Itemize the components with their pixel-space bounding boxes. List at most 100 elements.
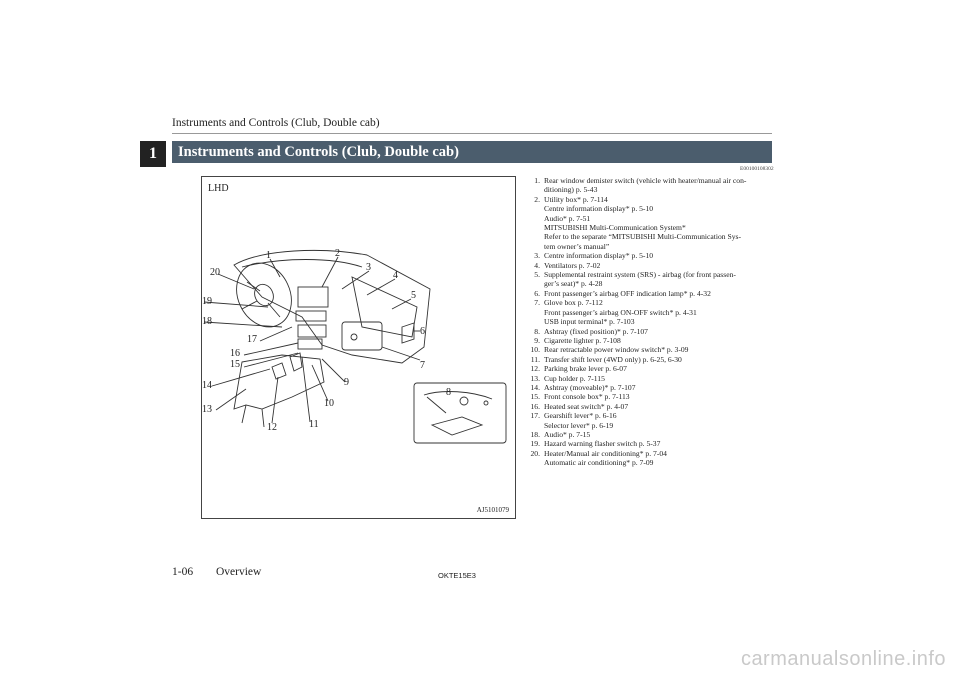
legend-item: 11. Transfer shift lever (4WD only) p. 6-… <box>524 355 774 364</box>
legend-number: 6. <box>534 288 540 298</box>
legend-line: Rear retractable power window switch* p.… <box>544 345 689 355</box>
legend-text: Front console box* p. 7-113 <box>544 392 774 401</box>
footer-section: Overview <box>215 566 262 578</box>
callout-5: 5 <box>411 290 416 301</box>
legend-text: Heated seat switch* p. 4-07 <box>544 402 774 411</box>
legend-line: Refer to the separate “MITSUBISHI Multi-… <box>544 232 741 242</box>
legend-item: 1. Rear window demister switch (vehicle w… <box>524 176 774 195</box>
legend-number: 4. <box>534 260 540 270</box>
legend-number: 7. <box>534 298 540 308</box>
legend-line: USB input terminal* p. 7-103 <box>544 317 635 327</box>
legend-item: 19.Hazard warning flasher switch p. 5-37 <box>524 439 774 448</box>
legend-number: 18. <box>530 429 541 439</box>
legend-text: Ventilators p. 7-02 <box>544 261 774 270</box>
callout-15: 15 <box>230 359 240 370</box>
callout-1: 1 <box>266 250 271 261</box>
footer: 1-06 Overview <box>172 566 261 578</box>
legend-number: 8. <box>534 326 540 336</box>
callout-11: 11 <box>309 419 319 430</box>
legend-line: Transfer shift lever (4WD only) p. 6-25,… <box>544 354 682 364</box>
legend-line: Heated seat switch* p. 4-07 <box>544 401 629 411</box>
legend-number: 13. <box>530 373 541 383</box>
legend-item: 18.Audio* p. 7-15 <box>524 430 774 439</box>
legend-line: Gearshift lever* p. 6-16 <box>544 411 617 421</box>
legend-number: 10. <box>530 345 541 355</box>
legend-item: 13.Cup holder p. 7-115 <box>524 374 774 383</box>
legend-text: Ashtray (fixed position)* p. 7-107 <box>544 327 774 336</box>
legend-item: 14.Ashtray (moveable)* p. 7-107 <box>524 383 774 392</box>
callout-4: 4 <box>393 270 398 281</box>
watermark: carmanualsonline.info <box>740 648 946 670</box>
legend-number: 11. <box>530 354 540 364</box>
legend-line: Rear window demister switch (vehicle wit… <box>544 176 747 185</box>
legend-line: MITSUBISHI Multi-Communication System* <box>544 223 686 233</box>
dashboard-figure: 1 2 3 4 5 6 7 8 9 10 11 12 13 14 15 16 1… <box>201 176 516 519</box>
legend-line: ditioning) p. 5-43 <box>544 185 598 195</box>
running-header: Instruments and Controls (Club, Double c… <box>172 117 380 129</box>
legend-line: tem owner’s manual” <box>544 241 610 251</box>
legend-line: Heater/Manual air conditioning* p. 7-04 <box>544 448 667 458</box>
legend-list: 1. Rear window demister switch (vehicle w… <box>524 176 774 468</box>
legend-item: 16.Heated seat switch* p. 4-07 <box>524 402 774 411</box>
legend-number: 19. <box>530 439 541 449</box>
legend-line: Audio* p. 7-51 <box>544 213 591 223</box>
legend-number: 3. <box>534 251 540 261</box>
legend-number: 17. <box>530 411 541 421</box>
callout-7: 7 <box>420 360 425 371</box>
legend-line: Front passenger’s airbag ON-OFF switch* … <box>544 307 697 317</box>
legend-number: 15. <box>530 392 541 402</box>
header-rule <box>172 133 772 134</box>
legend-text: Front passenger’s airbag OFF indication … <box>544 289 774 298</box>
legend-number: 2. <box>534 194 540 204</box>
legend-line: Selector lever* p. 6-19 <box>544 420 614 430</box>
legend-item: 9. Cigarette lighter p. 7-108 <box>524 336 774 345</box>
legend-text: Cigarette lighter p. 7-108 <box>544 336 774 345</box>
callout-6: 6 <box>420 326 425 337</box>
legend-number: 1. <box>534 176 540 185</box>
legend-item: 4. Ventilators p. 7-02 <box>524 261 774 270</box>
legend-line: Front passenger’s airbag OFF indication … <box>544 288 711 298</box>
legend-item: 6. Front passenger’s airbag OFF indicatio… <box>524 289 774 298</box>
dashboard-illustration: 1 2 3 4 5 6 7 8 9 10 11 12 13 14 15 16 1… <box>202 248 507 444</box>
legend-number: 16. <box>530 401 541 411</box>
legend-text: Parking brake lever p. 6-07 <box>544 364 774 373</box>
callout-19: 19 <box>202 296 212 307</box>
legend-text: Audio* p. 7-15 <box>544 430 774 439</box>
callout-16: 16 <box>230 348 240 359</box>
legend-item: 3.Centre information display* p. 5-10 <box>524 251 774 260</box>
callout-13: 13 <box>202 404 212 415</box>
legend-line: Hazard warning flasher switch p. 5-37 <box>544 439 661 449</box>
callout-18: 18 <box>202 316 212 327</box>
legend-line: Supplemental restraint system (SRS) - ai… <box>544 270 736 280</box>
legend-item: 5.Supplemental restraint system (SRS) - … <box>524 270 774 289</box>
callout-9: 9 <box>344 377 349 388</box>
legend-line: Ashtray (fixed position)* p. 7-107 <box>544 326 648 336</box>
legend-number: 9. <box>534 335 540 345</box>
callout-10: 10 <box>324 398 334 409</box>
legend-number: 20. <box>530 448 541 458</box>
legend-text: Hazard warning flasher switch p. 5-37 <box>544 439 774 448</box>
callout-14: 14 <box>202 380 212 391</box>
legend-line: Cigarette lighter p. 7-108 <box>544 335 621 345</box>
legend-line: Centre information display* p. 5-10 <box>544 204 654 214</box>
legend-item: 10.Rear retractable power window switch*… <box>524 345 774 354</box>
legend-line: Utility box* p. 7-114 <box>544 194 608 204</box>
callout-20: 20 <box>210 267 220 278</box>
footer-code: OKTE15E3 <box>438 571 476 580</box>
legend-line: Front console box* p. 7-113 <box>544 392 630 402</box>
legend-item: 12.Parking brake lever p. 6-07 <box>524 364 774 373</box>
callout-2: 2 <box>335 248 340 259</box>
legend-text: Rear window demister switch (vehicle wit… <box>544 176 774 195</box>
section-title: Instruments and Controls (Club, Double c… <box>172 141 772 163</box>
legend-text: Ashtray (moveable)* p. 7-107 <box>544 383 774 392</box>
legend-item: 20.Heater/Manual air conditioning* p. 7-… <box>524 449 774 468</box>
legend-text: Cup holder p. 7-115 <box>544 374 774 383</box>
legend-line: Ashtray (moveable)* p. 7-107 <box>544 382 636 392</box>
